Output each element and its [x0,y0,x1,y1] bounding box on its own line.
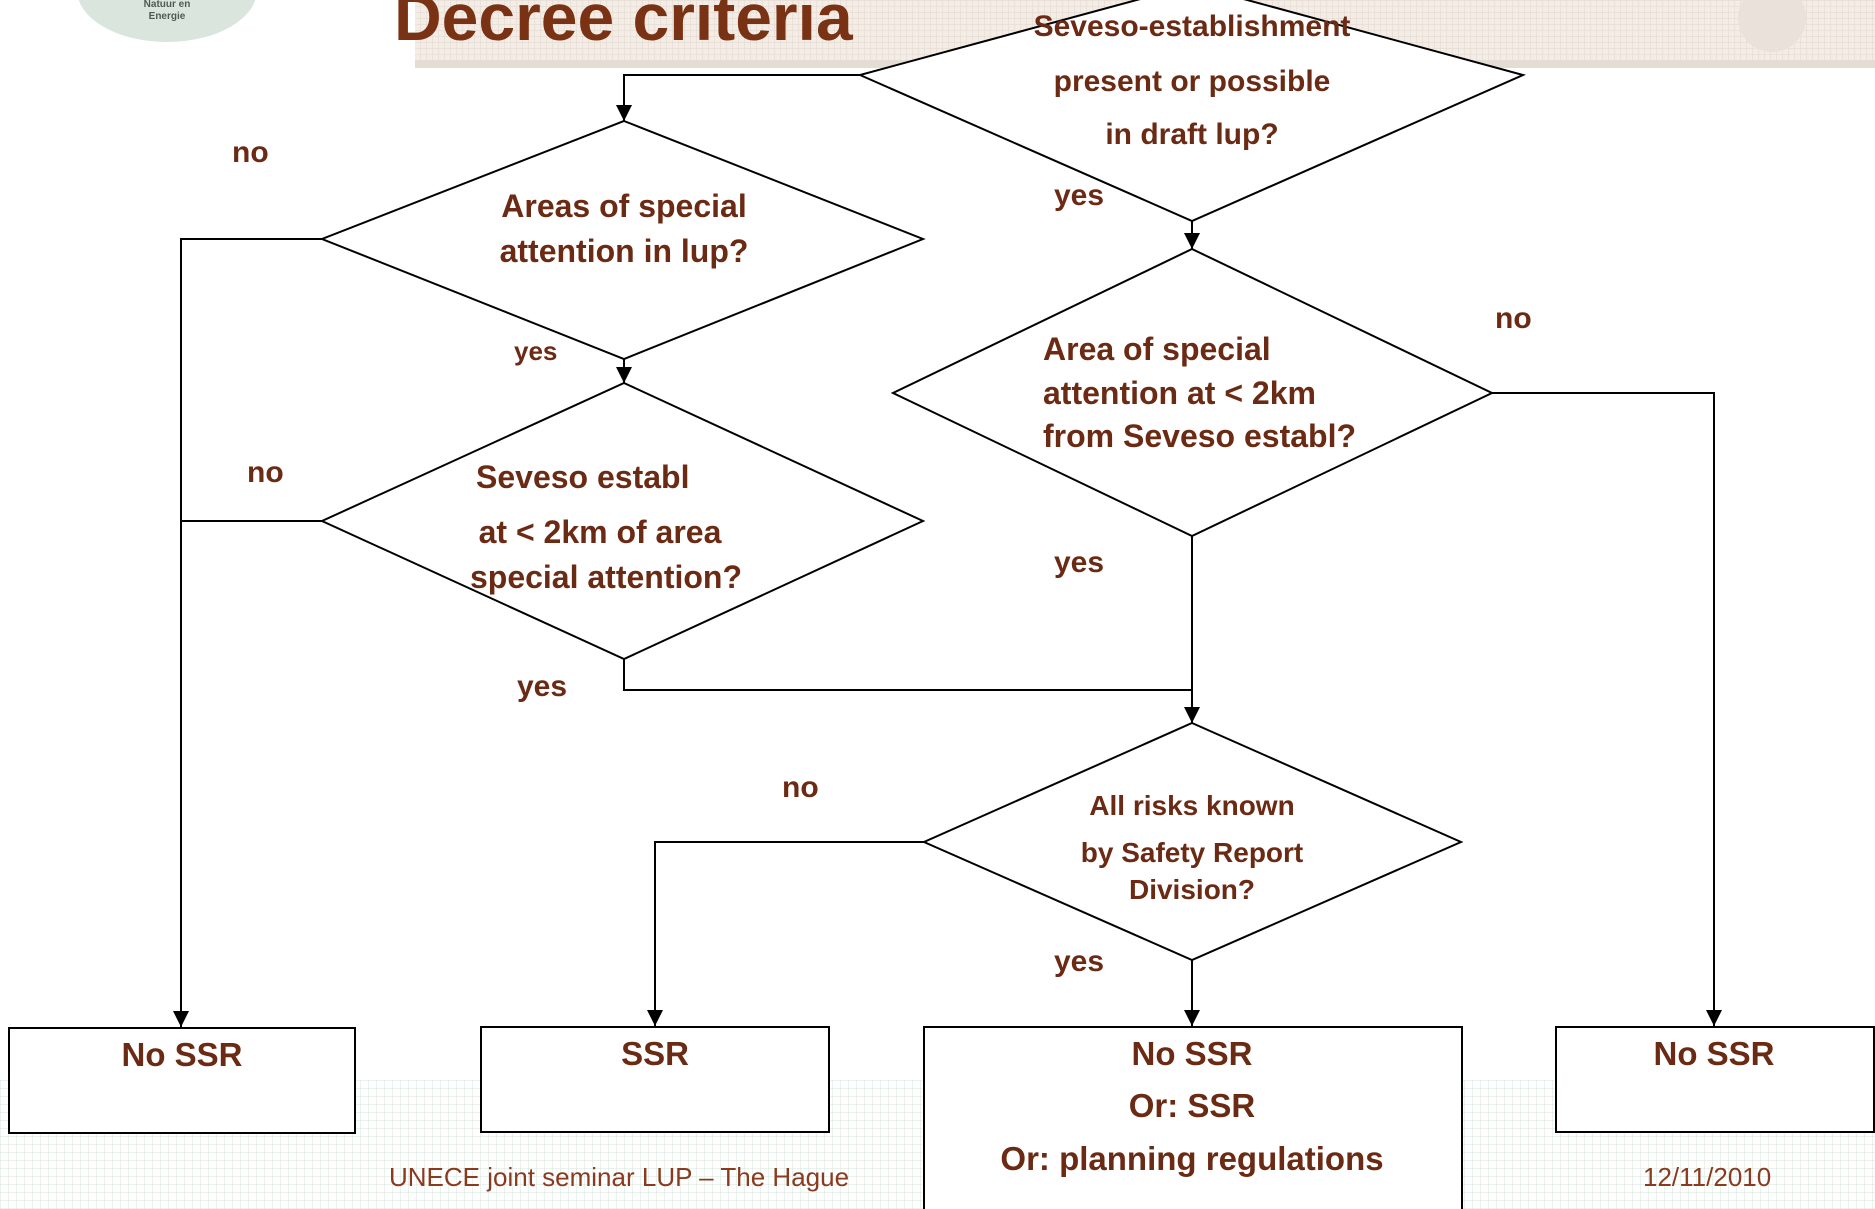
outcome-ssr: SSR [480,1026,830,1133]
edge-labels: no yes no yes no yes no yes yes [232,136,1532,978]
edge-label-yes: yes [1054,546,1104,579]
outcome-text-line: SSR [621,1035,689,1072]
decision-diamond [890,247,1495,538]
decision-areas-special-attention: Areas of special attention in lup? [319,119,926,361]
edge-label-yes: yes [517,670,567,703]
logo-line-2: Energie [149,11,186,22]
logo-badge [78,0,256,42]
outcome-text-line: Or: planning regulations [1000,1140,1383,1177]
outcome-text-line: No SSR [1131,1035,1252,1072]
outcome-text-line: No SSR [121,1036,242,1073]
decision-diamond [319,119,926,361]
connectors [173,74,1722,1027]
edge-label-no: no [782,771,819,804]
outcome-box [923,1026,1463,1209]
decision-text-line: at < 2km of area [479,514,722,550]
decision-text-line: Division? [1129,874,1255,905]
decision-text-line: in draft lup? [1105,118,1278,151]
decision-area-near-seveso: Area of special attention at < 2km from … [890,247,1495,538]
edge-d1-to-d2 [616,74,860,121]
outcome-box [480,1026,830,1133]
footer-date: 12/11/2010 [1643,1162,1771,1192]
outcome-no-ssr-right: No SSR [1555,1026,1875,1133]
outcome-text-line: No SSR [1653,1035,1774,1072]
decision-text-line: Seveso-establishment [1034,10,1351,43]
outcome-no-ssr-left: No SSR [8,1027,356,1134]
edge-d2-to-o1 [173,238,322,1027]
edge-label-no: no [232,136,269,169]
outcome-box [1555,1026,1875,1133]
edge-label-yes: yes [514,336,557,366]
decision-text-line: by Safety Report [1081,837,1304,868]
decision-text-line: All risks known [1089,790,1294,821]
edge-d4-to-o4 [1492,392,1722,1026]
page-title: Decree criteria [394,0,854,54]
decision-text-line: Areas of special [501,188,746,224]
decision-seveso-present: Seveso-establishment present or possible… [857,0,1526,223]
decision-text-line: attention in lup? [500,233,749,269]
decision-seveso-near-area: Seveso establ at < 2km of area special a… [319,381,926,661]
decision-text-line: from Seveso establ? [1043,418,1356,454]
decision-text-line: attention at < 2km [1043,375,1316,411]
decision-risks-known: All risks known by Safety Report Divisio… [921,721,1464,962]
edge-label-yes: yes [1054,945,1104,978]
outcome-combined: No SSR Or: SSR Or: planning regulations [923,1026,1463,1209]
edge-d3-to-d5 [623,659,1192,691]
decision-text-line: Seveso establ [476,459,689,495]
edge-label-no: no [247,456,284,489]
decision-text-line: Area of special [1043,331,1271,367]
edge-label-no: no [1495,302,1532,335]
decision-diamond [319,381,926,661]
outcome-box [8,1027,356,1134]
outcome-text-line: Or: SSR [1129,1087,1256,1124]
edge-label-yes: yes [1054,179,1104,212]
footer-event: UNECE joint seminar LUP – The Hague [389,1162,849,1192]
edge-d5-to-o2 [647,841,924,1026]
decision-text-line: present or possible [1054,65,1331,98]
logo-line-1: Natuur en [144,0,191,10]
decision-diamond [857,0,1526,223]
decision-diamond [921,721,1464,962]
logo: Natuur en Energie [78,0,256,42]
decision-text-line: special attention? [470,559,742,595]
header-photo-figure [1738,0,1806,52]
